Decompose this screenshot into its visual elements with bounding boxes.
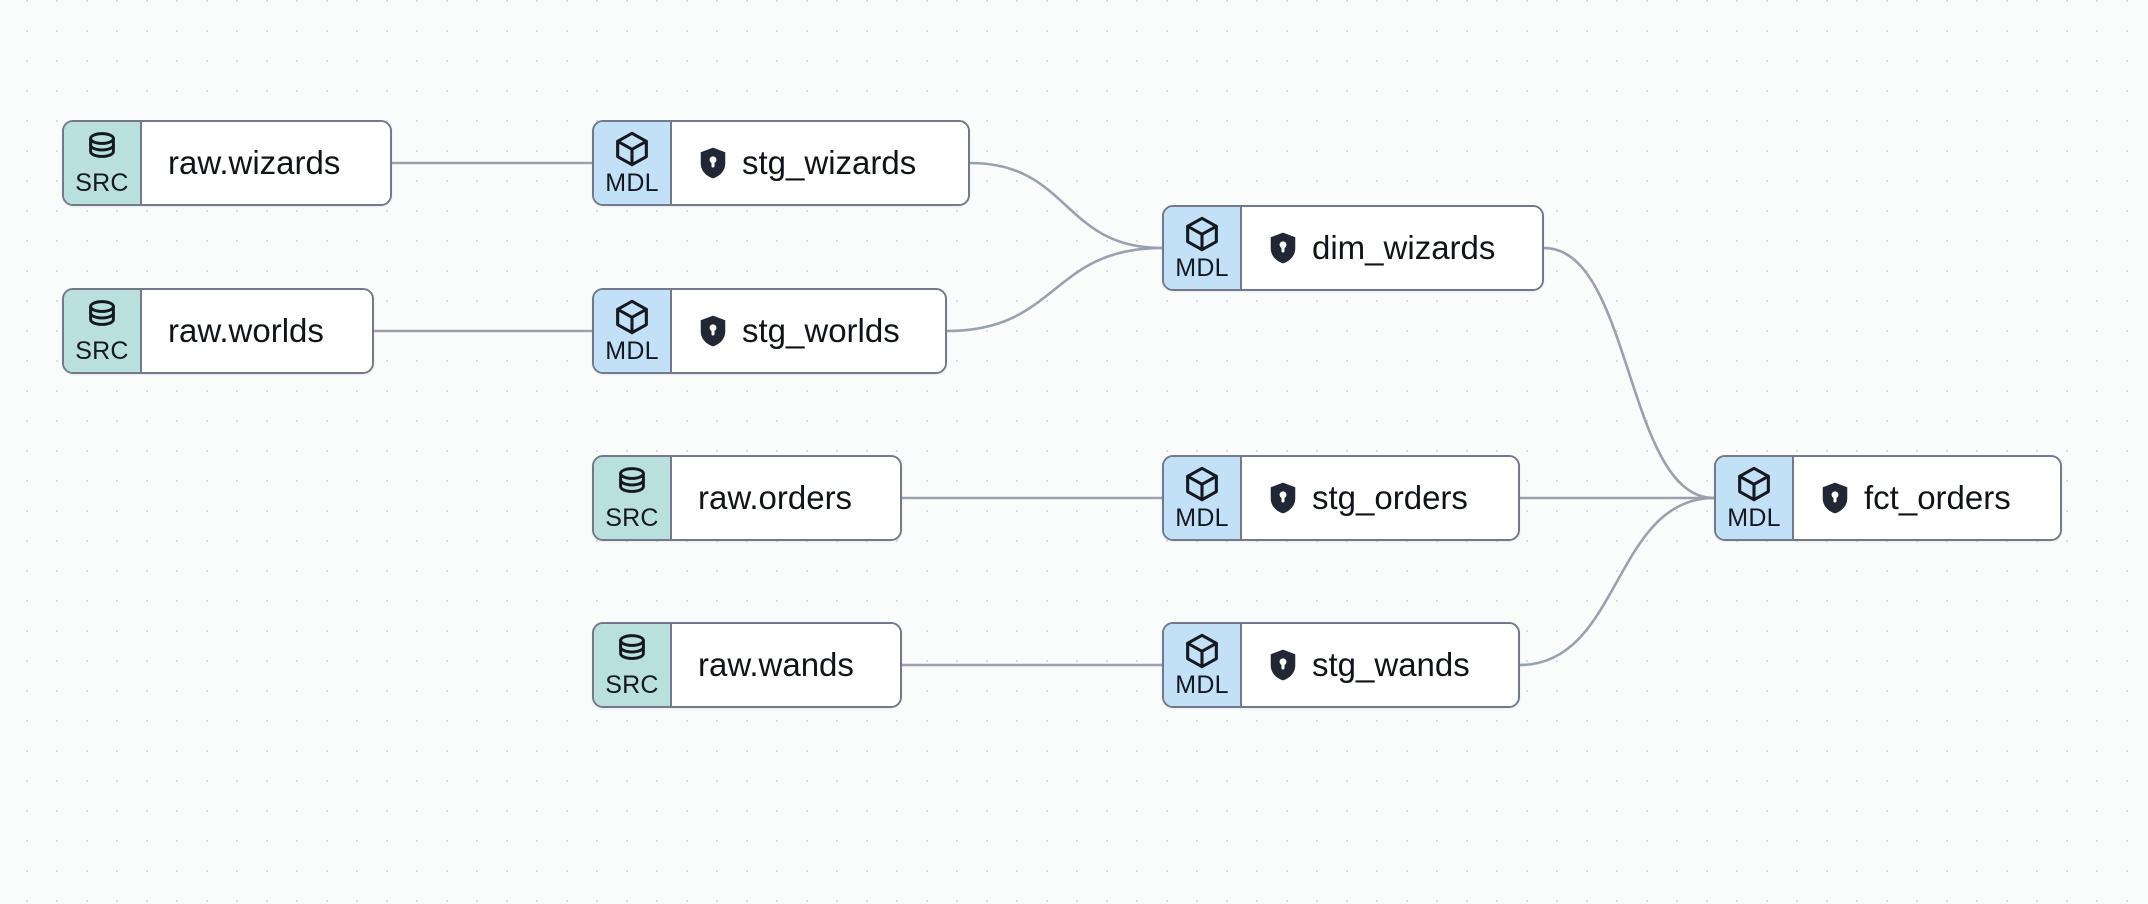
database-icon xyxy=(83,129,121,169)
cube-icon xyxy=(1734,464,1774,504)
edge-stg_wizards-to-dim_wizards xyxy=(968,161,1164,250)
node-kind-label: SRC xyxy=(605,503,659,532)
node-kind-label: SRC xyxy=(605,670,659,699)
edge-stg_worlds-to-dim_wizards xyxy=(945,246,1164,333)
node-kind-label: MDL xyxy=(1175,670,1229,699)
shield-lock-icon xyxy=(1268,481,1298,515)
node-raw_wands[interactable]: SRC raw.wands xyxy=(592,622,902,708)
node-kind-badge: MDL xyxy=(1164,457,1242,539)
node-body: fct_orders xyxy=(1794,457,2060,539)
node-raw_wizards[interactable]: SRC raw.wizards xyxy=(62,120,392,206)
node-kind-label: SRC xyxy=(75,336,129,365)
node-dim_wizards[interactable]: MDL dim_wizards xyxy=(1162,205,1544,291)
node-fct_orders[interactable]: MDL fct_orders xyxy=(1714,455,2062,541)
cube-icon xyxy=(1182,464,1222,504)
node-stg_worlds[interactable]: MDL stg_worlds xyxy=(592,288,947,374)
node-kind-badge: MDL xyxy=(1716,457,1794,539)
node-label: stg_wizards xyxy=(742,144,917,181)
node-raw_orders[interactable]: SRC raw.orders xyxy=(592,455,902,541)
node-body: stg_worlds xyxy=(672,290,945,372)
node-kind-label: MDL xyxy=(605,168,659,197)
cube-icon xyxy=(1182,631,1222,671)
node-kind-badge: SRC xyxy=(594,457,672,539)
node-body: stg_orders xyxy=(1242,457,1518,539)
edge-dim_wizards-to-fct_orders xyxy=(1542,246,1716,500)
node-kind-label: MDL xyxy=(1175,503,1229,532)
node-raw_worlds[interactable]: SRC raw.worlds xyxy=(62,288,374,374)
node-kind-badge: MDL xyxy=(1164,207,1242,289)
node-kind-label: SRC xyxy=(75,168,129,197)
node-body: raw.orders xyxy=(672,457,900,539)
node-kind-badge: MDL xyxy=(594,290,672,372)
node-label: dim_wizards xyxy=(1312,229,1496,266)
node-kind-badge: SRC xyxy=(594,624,672,706)
database-icon xyxy=(83,297,121,337)
cube-icon xyxy=(612,297,652,337)
node-label: raw.wizards xyxy=(168,144,341,181)
node-kind-label: MDL xyxy=(605,336,659,365)
node-body: raw.wizards xyxy=(142,122,390,204)
node-stg_wands[interactable]: MDL stg_wands xyxy=(1162,622,1520,708)
node-kind-label: MDL xyxy=(1727,503,1781,532)
cube-icon xyxy=(612,129,652,169)
node-kind-badge: SRC xyxy=(64,290,142,372)
node-stg_orders[interactable]: MDL stg_orders xyxy=(1162,455,1520,541)
node-stg_wizards[interactable]: MDL stg_wizards xyxy=(592,120,970,206)
node-label: fct_orders xyxy=(1864,479,2011,516)
node-label: raw.worlds xyxy=(168,312,324,349)
node-label: raw.orders xyxy=(698,479,853,516)
node-label: raw.wands xyxy=(698,646,854,683)
node-body: raw.worlds xyxy=(142,290,372,372)
node-body: dim_wizards xyxy=(1242,207,1542,289)
shield-lock-icon xyxy=(1268,231,1298,265)
node-label: stg_orders xyxy=(1312,479,1468,516)
cube-icon xyxy=(1182,214,1222,254)
node-kind-badge: SRC xyxy=(64,122,142,204)
node-kind-badge: MDL xyxy=(1164,624,1242,706)
node-body: raw.wands xyxy=(672,624,900,706)
node-body: stg_wands xyxy=(1242,624,1518,706)
shield-lock-icon xyxy=(698,314,728,348)
node-label: stg_worlds xyxy=(742,312,900,349)
node-kind-badge: MDL xyxy=(594,122,672,204)
node-kind-label: MDL xyxy=(1175,253,1229,282)
node-body: stg_wizards xyxy=(672,122,968,204)
shield-lock-icon xyxy=(1820,481,1850,515)
edge-stg_wands-to-fct_orders xyxy=(1518,496,1716,667)
database-icon xyxy=(613,464,651,504)
shield-lock-icon xyxy=(1268,648,1298,682)
database-icon xyxy=(613,631,651,671)
shield-lock-icon xyxy=(698,146,728,180)
node-label: stg_wands xyxy=(1312,646,1470,683)
